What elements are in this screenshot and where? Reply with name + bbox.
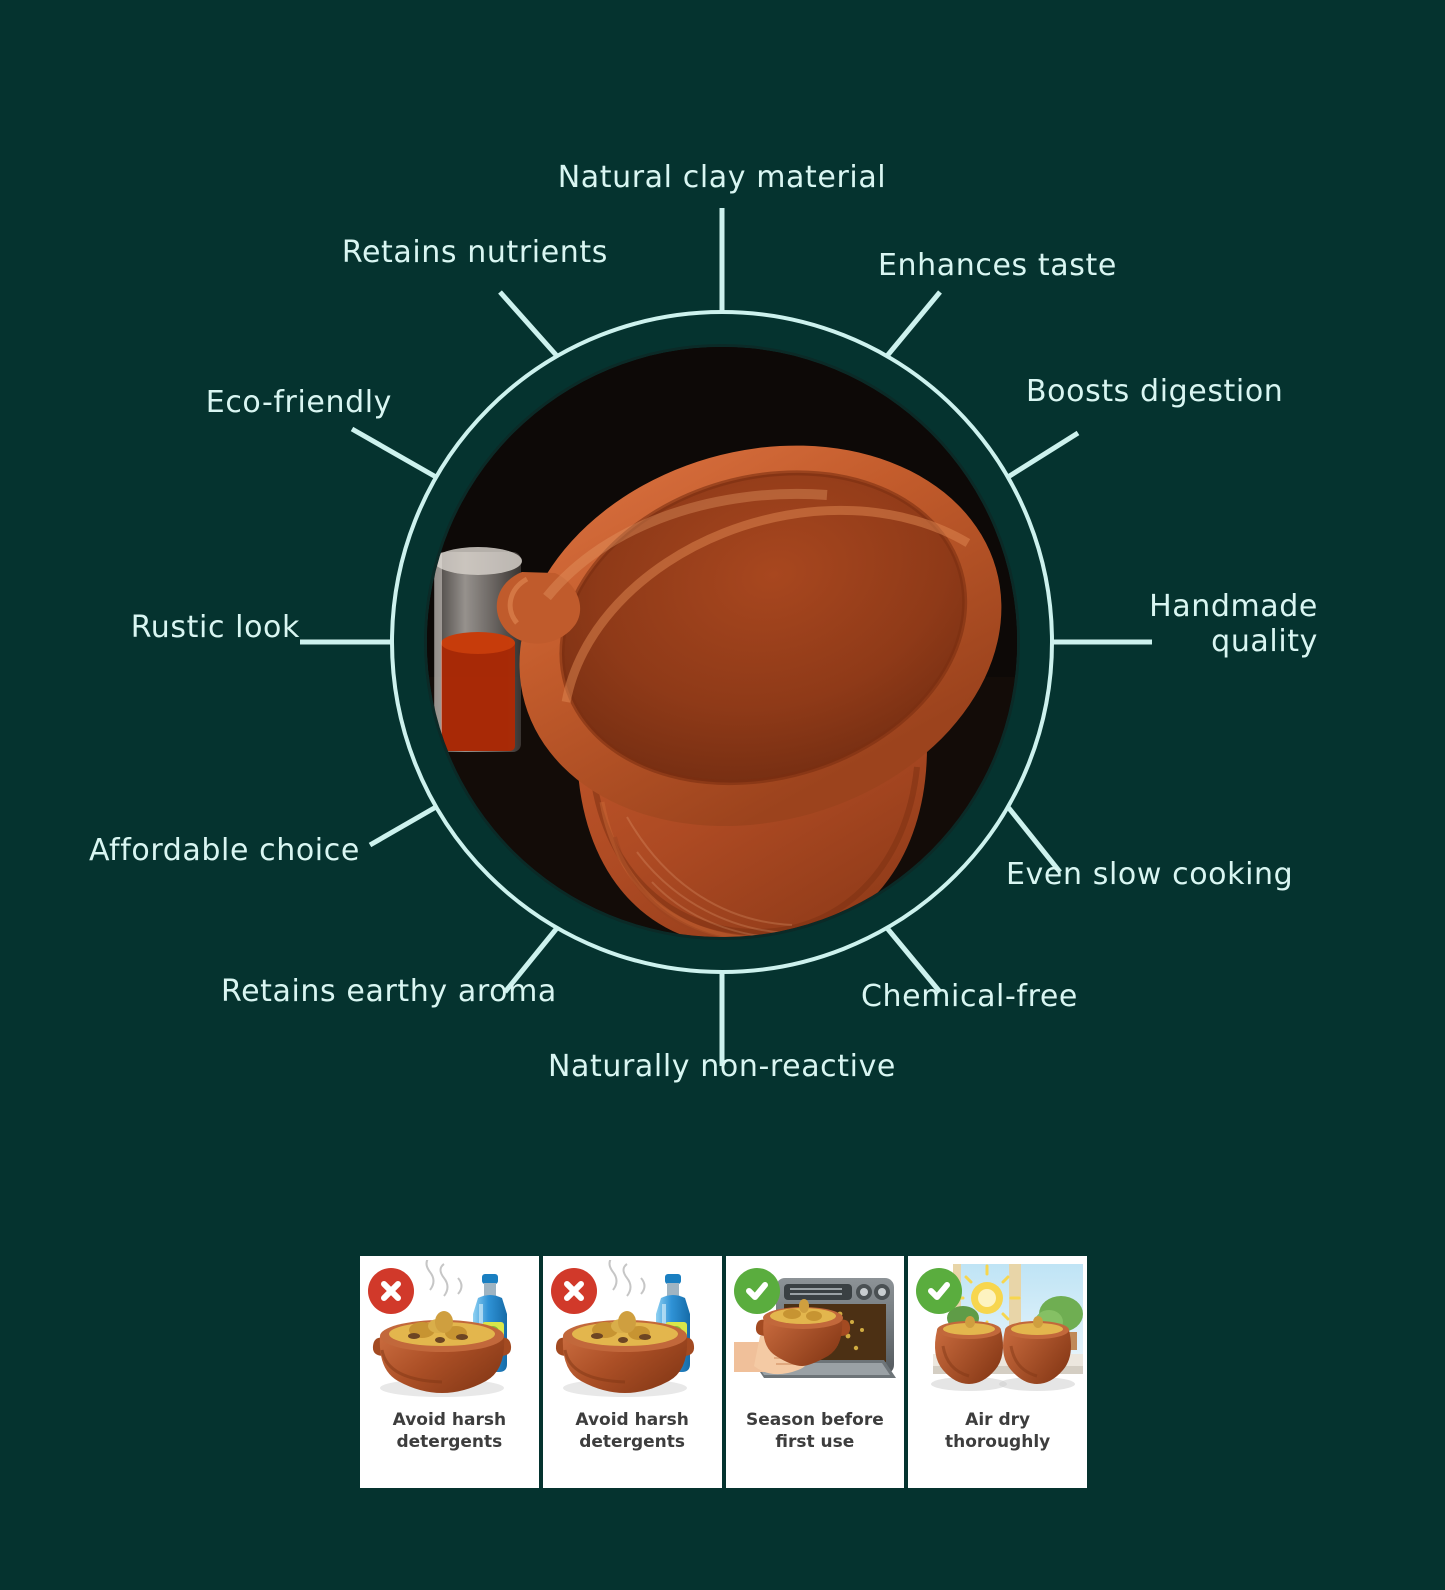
card-artwork-pots-drying [908,1260,1087,1408]
card-caption-line1: Avoid harsh [392,1410,507,1430]
benefit-label-handmade-quality-line2: quality [1211,624,1318,660]
clay-pot-photo [427,347,1017,937]
card-caption: Air dry thoroughly [939,1410,1056,1454]
cross-icon [550,1268,597,1314]
card-caption: Avoid harsh detergents [569,1410,694,1454]
card-caption-line2: first use [775,1431,855,1452]
card-artwork-pot-with-detergent [543,1260,722,1408]
care-card-avoid-harsh-detergents-1[interactable]: Avoid harsh detergents [360,1256,543,1488]
card-caption-line1: Air dry [965,1410,1031,1430]
benefit-label-enhances-taste: Enhances taste [878,248,1117,283]
card-caption-line2: detergents [579,1431,686,1452]
benefit-label-rustic-look: Rustic look [130,610,300,645]
cross-icon [368,1268,414,1314]
care-card-air-dry-thoroughly[interactable]: Air dry thoroughly [908,1256,1087,1488]
benefit-label-natural-clay-material: Natural clay material [557,160,887,195]
card-caption-line1: Season before [745,1410,884,1430]
benefit-label-handmade-quality-line1: Handmade [1149,589,1318,624]
benefit-label-retains-earthy-aroma: Retains earthy aroma [221,974,557,1009]
benefit-label-chemical-free: Chemical-free [861,979,1078,1014]
card-artwork-pot-with-detergent [360,1260,539,1408]
card-caption: Avoid harsh detergents [387,1410,512,1454]
benefit-label-affordable-choice: Affordable choice [89,833,360,868]
card-caption: Season before first use [740,1410,890,1454]
benefit-label-retains-nutrients: Retains nutrients [341,235,608,270]
benefit-label-naturally-non-reactive: Naturally non-reactive [547,1049,896,1084]
card-caption-line2: thoroughly [944,1431,1051,1452]
check-icon [733,1268,780,1314]
oven-seasoning-illustration [733,1278,896,1378]
card-caption-line2: detergents [396,1431,503,1452]
benefit-label-even-slow-cooking: Even slow cooking [1006,857,1294,892]
check-icon [916,1268,963,1314]
benefit-label-boosts-digestion: Boosts digestion [1026,374,1284,409]
radial-benefits-diagram: .ln{stroke:#cdf2ee;stroke-width:5;stroke… [89,160,1318,1084]
care-instruction-cards: Avoid harsh detergents [360,1256,1087,1488]
clay-pot-illustration [427,347,1017,937]
card-artwork-oven-seasoning [726,1260,905,1408]
pot-detergent-illustration [556,1260,695,1397]
pot-detergent-illustration [373,1260,512,1397]
card-caption-line1: Avoid harsh [575,1410,689,1430]
care-card-season-before-first-use[interactable]: Season before first use [725,1256,909,1488]
benefit-label-handmade-quality: Handmade quality [1118,589,1318,660]
benefit-label-eco-friendly: Eco-friendly [205,385,392,420]
care-card-avoid-harsh-detergents-2[interactable]: Avoid harsh detergents [542,1256,726,1488]
pots-drying-illustration [930,1264,1083,1391]
